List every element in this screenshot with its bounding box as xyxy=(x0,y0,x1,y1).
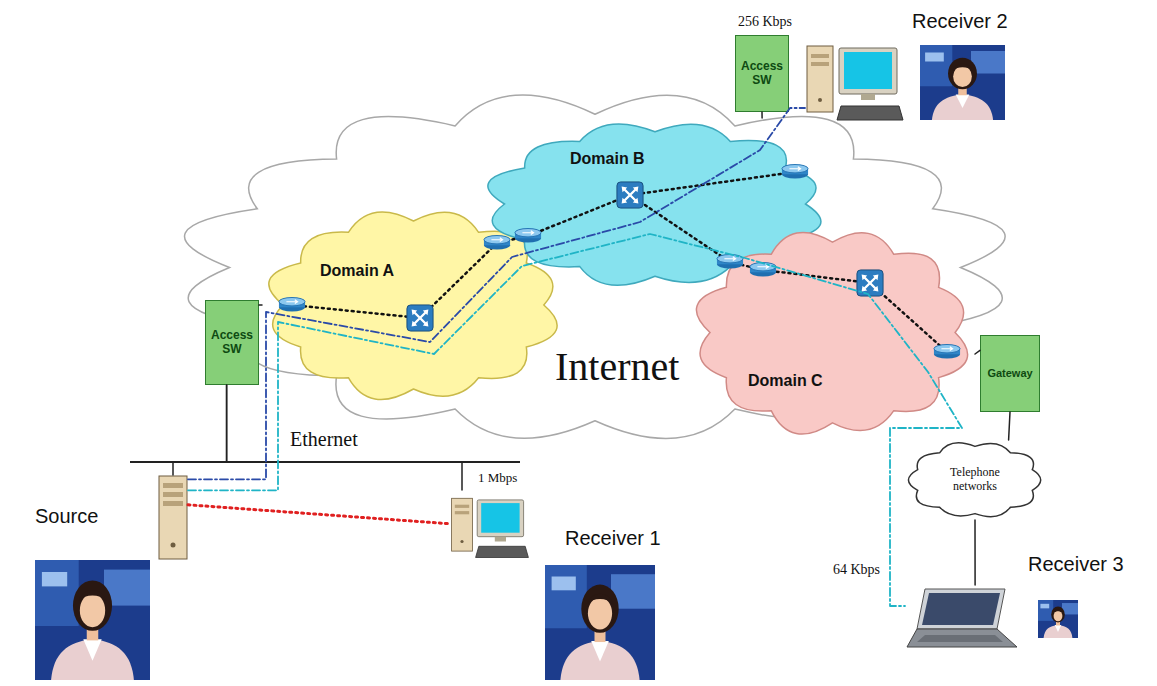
network-link xyxy=(974,520,976,585)
network-link xyxy=(188,108,805,479)
network-link xyxy=(975,350,980,354)
text-holder: Receiver 3 xyxy=(1028,553,1124,576)
switch-label: Access SW xyxy=(209,329,255,357)
illustration-part xyxy=(279,298,305,312)
cloud-outline xyxy=(690,225,975,440)
receiver-host: Receiver 364 Kbps xyxy=(905,585,1020,655)
illustration-part xyxy=(407,305,433,331)
text-holder: 1 Mbps xyxy=(478,470,517,486)
host-label: Receiver 2 xyxy=(912,10,1008,33)
access-switch: Access SW xyxy=(205,300,259,385)
text-holder: Source xyxy=(35,505,98,528)
illustration-part xyxy=(934,345,960,359)
receiver-host: Receiver 11 Mbps xyxy=(450,490,530,565)
domain-label: Domain A xyxy=(320,262,394,280)
text-holder: 256 Kbps xyxy=(738,14,792,30)
cloud-label: Telephone networks xyxy=(930,466,1020,494)
text-holder: Receiver 1 xyxy=(565,527,661,550)
text-holder: Domain B xyxy=(570,150,645,168)
illustration-part xyxy=(717,255,743,269)
text-holder: Domain C xyxy=(748,372,823,390)
router-icons xyxy=(279,165,960,359)
video-frame xyxy=(545,565,655,680)
text-holder: 64 Kbps xyxy=(833,562,880,578)
illustration-part xyxy=(617,182,643,208)
network-link xyxy=(173,385,227,475)
illustration-part xyxy=(782,165,808,179)
illustration-part xyxy=(750,263,776,277)
receiver-pc xyxy=(807,46,903,120)
receiver-laptop xyxy=(907,589,1017,647)
text-holder: Access SW xyxy=(206,301,258,384)
cloud-shape xyxy=(269,212,557,400)
gateway-label: Gateway xyxy=(987,367,1032,380)
gateway-box: Gateway xyxy=(980,335,1040,412)
text-holder: Gateway xyxy=(981,336,1039,411)
source-server xyxy=(159,476,187,559)
host-label: Receiver 1 xyxy=(565,527,661,550)
text-holder: Access SW xyxy=(736,36,788,111)
bitrate-label: 1 Mbps xyxy=(478,470,517,486)
backbone-links xyxy=(292,172,947,352)
text-holder: Internet xyxy=(555,343,679,390)
video-frame xyxy=(1038,600,1078,638)
cloud-title: Internet xyxy=(555,343,679,390)
switch-label: Access SW xyxy=(739,60,785,88)
illustration-part xyxy=(484,236,510,250)
telephone-cloud: Telephone networks xyxy=(905,440,1045,520)
network-link xyxy=(761,112,763,118)
receiver-host: Receiver 2256 Kbps xyxy=(805,40,905,125)
video-frame xyxy=(35,560,150,680)
bitrate-label: 64 Kbps xyxy=(833,562,880,578)
network-link xyxy=(227,385,462,490)
domain-label: Domain C xyxy=(748,372,823,390)
cloud-shape xyxy=(696,232,967,434)
network-label: Ethernet xyxy=(290,428,358,451)
internet-cloud: Internet Domain A Domain B Domain C xyxy=(170,85,1020,450)
bitrate-label: 256 Kbps xyxy=(738,14,792,30)
domain-cloud: Domain C xyxy=(690,225,975,440)
text-holder: Telephone networks xyxy=(905,440,1045,520)
cloud-shape xyxy=(185,95,1006,439)
text-holder: Receiver 2 xyxy=(912,10,1008,33)
text-holder: Ethernet xyxy=(290,428,358,451)
access-switch: Access SW xyxy=(735,35,789,112)
illustration-part xyxy=(515,229,541,243)
illustration-part xyxy=(630,195,947,352)
network-link xyxy=(1009,412,1010,440)
cloud-shape xyxy=(908,443,1040,517)
source-host: Source xyxy=(158,475,188,560)
network-link xyxy=(188,505,450,524)
receiver-pc xyxy=(452,498,529,557)
text-holder: Domain A xyxy=(320,262,394,280)
domain-label: Domain B xyxy=(570,150,645,168)
ethernet-bus xyxy=(130,461,520,463)
host-label: Receiver 3 xyxy=(1028,553,1124,576)
illustration-part xyxy=(857,270,883,296)
illustration-part xyxy=(292,172,795,318)
network-link xyxy=(188,234,962,606)
video-frame xyxy=(920,45,1005,120)
host-label: Source xyxy=(35,505,98,528)
network-link xyxy=(259,304,262,306)
